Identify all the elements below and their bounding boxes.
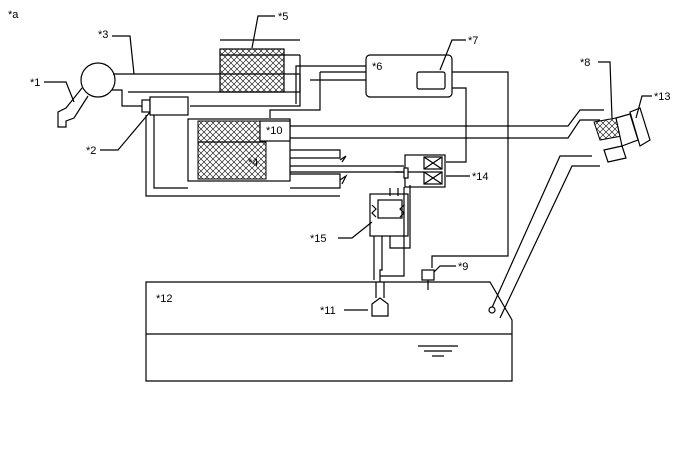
ecm-wire-e	[269, 72, 321, 118]
vent-tube-top	[290, 109, 604, 127]
tank-pressure-sensor	[421, 269, 435, 290]
loop-tube	[290, 149, 341, 159]
callout-9: *9	[458, 261, 468, 273]
air-inlet	[57, 62, 144, 128]
callout-7: *7	[468, 35, 478, 47]
filler-pipe-left	[489, 155, 592, 313]
lower-loop	[290, 173, 341, 189]
callout-4: *4	[248, 157, 258, 169]
callout-3: *3	[98, 29, 108, 41]
callout-10: *10	[266, 125, 283, 137]
air-filter	[219, 48, 285, 93]
charcoal-canister	[187, 118, 291, 182]
callout-6: *6	[372, 61, 382, 73]
ecm-wire-g	[446, 87, 467, 163]
filler-neck	[593, 107, 651, 163]
callout-12: *12	[156, 293, 173, 305]
squiggle-1	[339, 155, 347, 163]
fuel-tank	[145, 281, 513, 382]
callout-2: *2	[86, 145, 96, 157]
ecm-wire-b	[295, 65, 366, 104]
roll-over-valve	[371, 282, 389, 317]
callout-1: *1	[30, 77, 40, 89]
callout-5: *5	[278, 11, 288, 23]
purge-line-2	[153, 115, 188, 189]
filler-neck-joint	[488, 306, 496, 314]
drain-line	[380, 187, 405, 277]
vent-tube-bottom	[290, 119, 600, 139]
ecm-wire-f	[431, 71, 509, 268]
purge-line-1	[145, 115, 340, 197]
callout-13: *13	[654, 91, 671, 103]
purge-vsv	[141, 96, 189, 116]
corner-label: *a	[8, 9, 19, 21]
pressure-switch	[369, 185, 411, 300]
ecm-wire-a	[190, 75, 301, 107]
filler-pipe-right	[499, 165, 600, 319]
callout-8: *8	[580, 57, 590, 69]
squiggle-2	[339, 174, 348, 185]
leader-lines	[44, 15, 652, 311]
ecm-module	[416, 71, 446, 90]
vent-valve	[395, 154, 446, 188]
callout-11: *11	[320, 305, 336, 317]
callout-14: *14	[472, 171, 489, 183]
callout-15: *15	[310, 233, 327, 245]
